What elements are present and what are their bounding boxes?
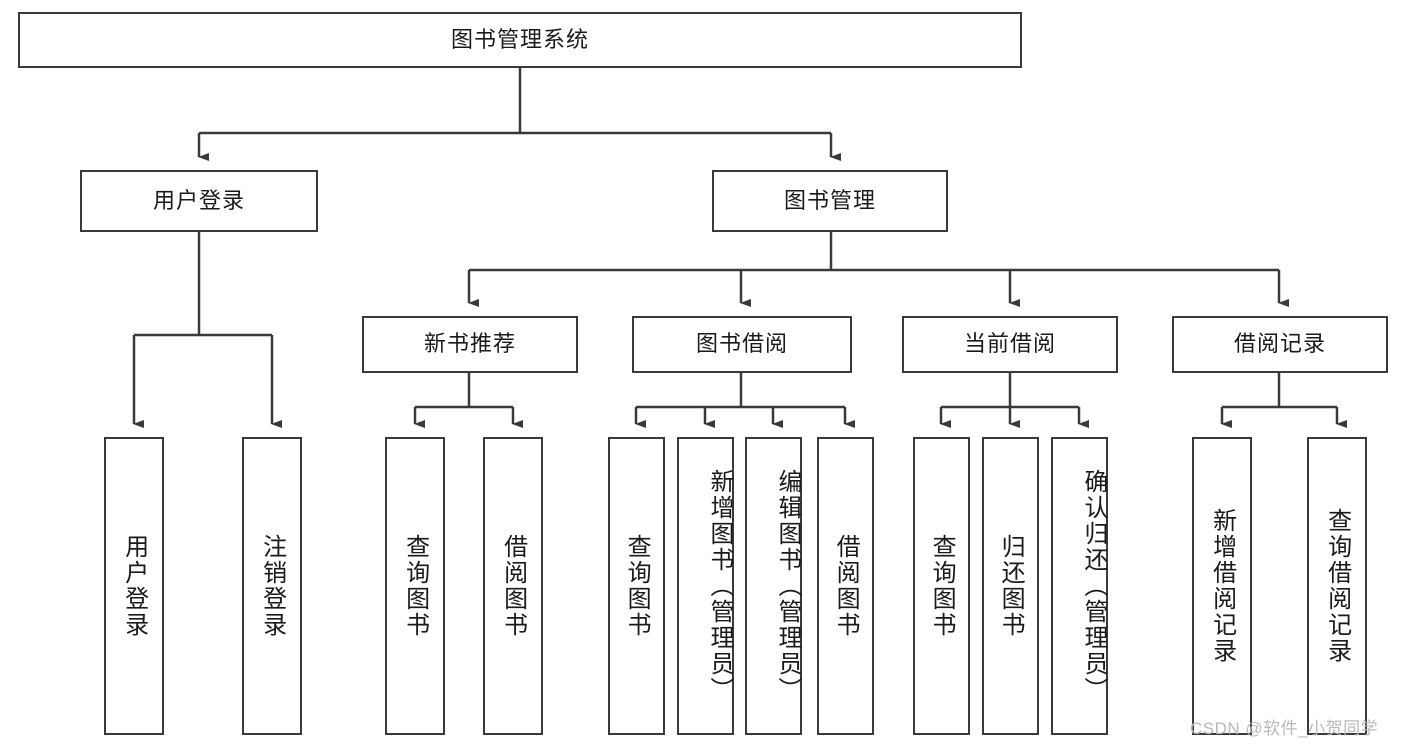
leaf-logout[interactable]: 注销登录	[242, 437, 302, 735]
node-label: 查询借阅记录	[1323, 508, 1351, 664]
node-label: 查询图书	[401, 534, 429, 638]
node-borrow-record[interactable]: 借阅记录	[1172, 316, 1388, 373]
node-current-borrow[interactable]: 当前借阅	[902, 316, 1118, 373]
watermark-text: CSDN @软件_小贺同学	[1190, 719, 1379, 738]
node-book-management[interactable]: 图书管理	[712, 170, 948, 232]
node-user-login[interactable]: 用户登录	[80, 170, 318, 232]
node-label: 图书管理	[783, 187, 876, 213]
node-label: 用户登录	[120, 534, 148, 638]
node-label: 注销登录	[258, 534, 286, 638]
node-label: 用户登录	[152, 187, 245, 213]
node-label: 确认归还（管理员）	[1080, 469, 1107, 703]
node-label: 新增借阅记录	[1208, 508, 1236, 664]
leaf-add-borrow-record[interactable]: 新增借阅记录	[1192, 437, 1252, 735]
node-label: 编辑图书（管理员）	[774, 469, 801, 703]
node-root-book-management-system[interactable]: 图书管理系统	[18, 12, 1022, 68]
node-label: 借阅图书	[832, 534, 860, 638]
node-label: 归还图书	[997, 534, 1025, 638]
node-label: 当前借阅	[963, 331, 1056, 357]
node-new-book-recommend[interactable]: 新书推荐	[362, 316, 578, 373]
node-book-borrow[interactable]: 图书借阅	[632, 316, 852, 373]
leaf-borrow-book[interactable]: 借阅图书	[817, 437, 874, 735]
leaf-confirm-return-admin[interactable]: 确认归还（管理员）	[1051, 437, 1108, 735]
leaf-query-book-recommend[interactable]: 查询图书	[385, 437, 445, 735]
leaf-add-book-admin[interactable]: 新增图书（管理员）	[677, 437, 734, 735]
leaf-edit-book-admin[interactable]: 编辑图书（管理员）	[745, 437, 802, 735]
leaf-query-book-borrow[interactable]: 查询图书	[608, 437, 665, 735]
node-label: 查询图书	[623, 534, 651, 638]
leaf-return-book[interactable]: 归还图书	[982, 437, 1039, 735]
node-label: 查询图书	[928, 534, 956, 638]
node-label: 借阅记录	[1233, 331, 1326, 357]
node-label: 新增图书（管理员）	[706, 469, 733, 703]
leaf-query-book-current[interactable]: 查询图书	[913, 437, 970, 735]
leaf-user-login[interactable]: 用户登录	[104, 437, 164, 735]
node-label: 借阅图书	[499, 534, 527, 638]
node-label: 图书管理系统	[450, 26, 589, 52]
leaf-borrow-book-recommend[interactable]: 借阅图书	[483, 437, 543, 735]
leaf-query-borrow-record[interactable]: 查询借阅记录	[1307, 437, 1367, 735]
node-label: 新书推荐	[423, 331, 516, 357]
csdn-watermark: CSDN @软件_小贺同学	[1190, 714, 1378, 739]
node-label: 图书借阅	[695, 331, 788, 357]
